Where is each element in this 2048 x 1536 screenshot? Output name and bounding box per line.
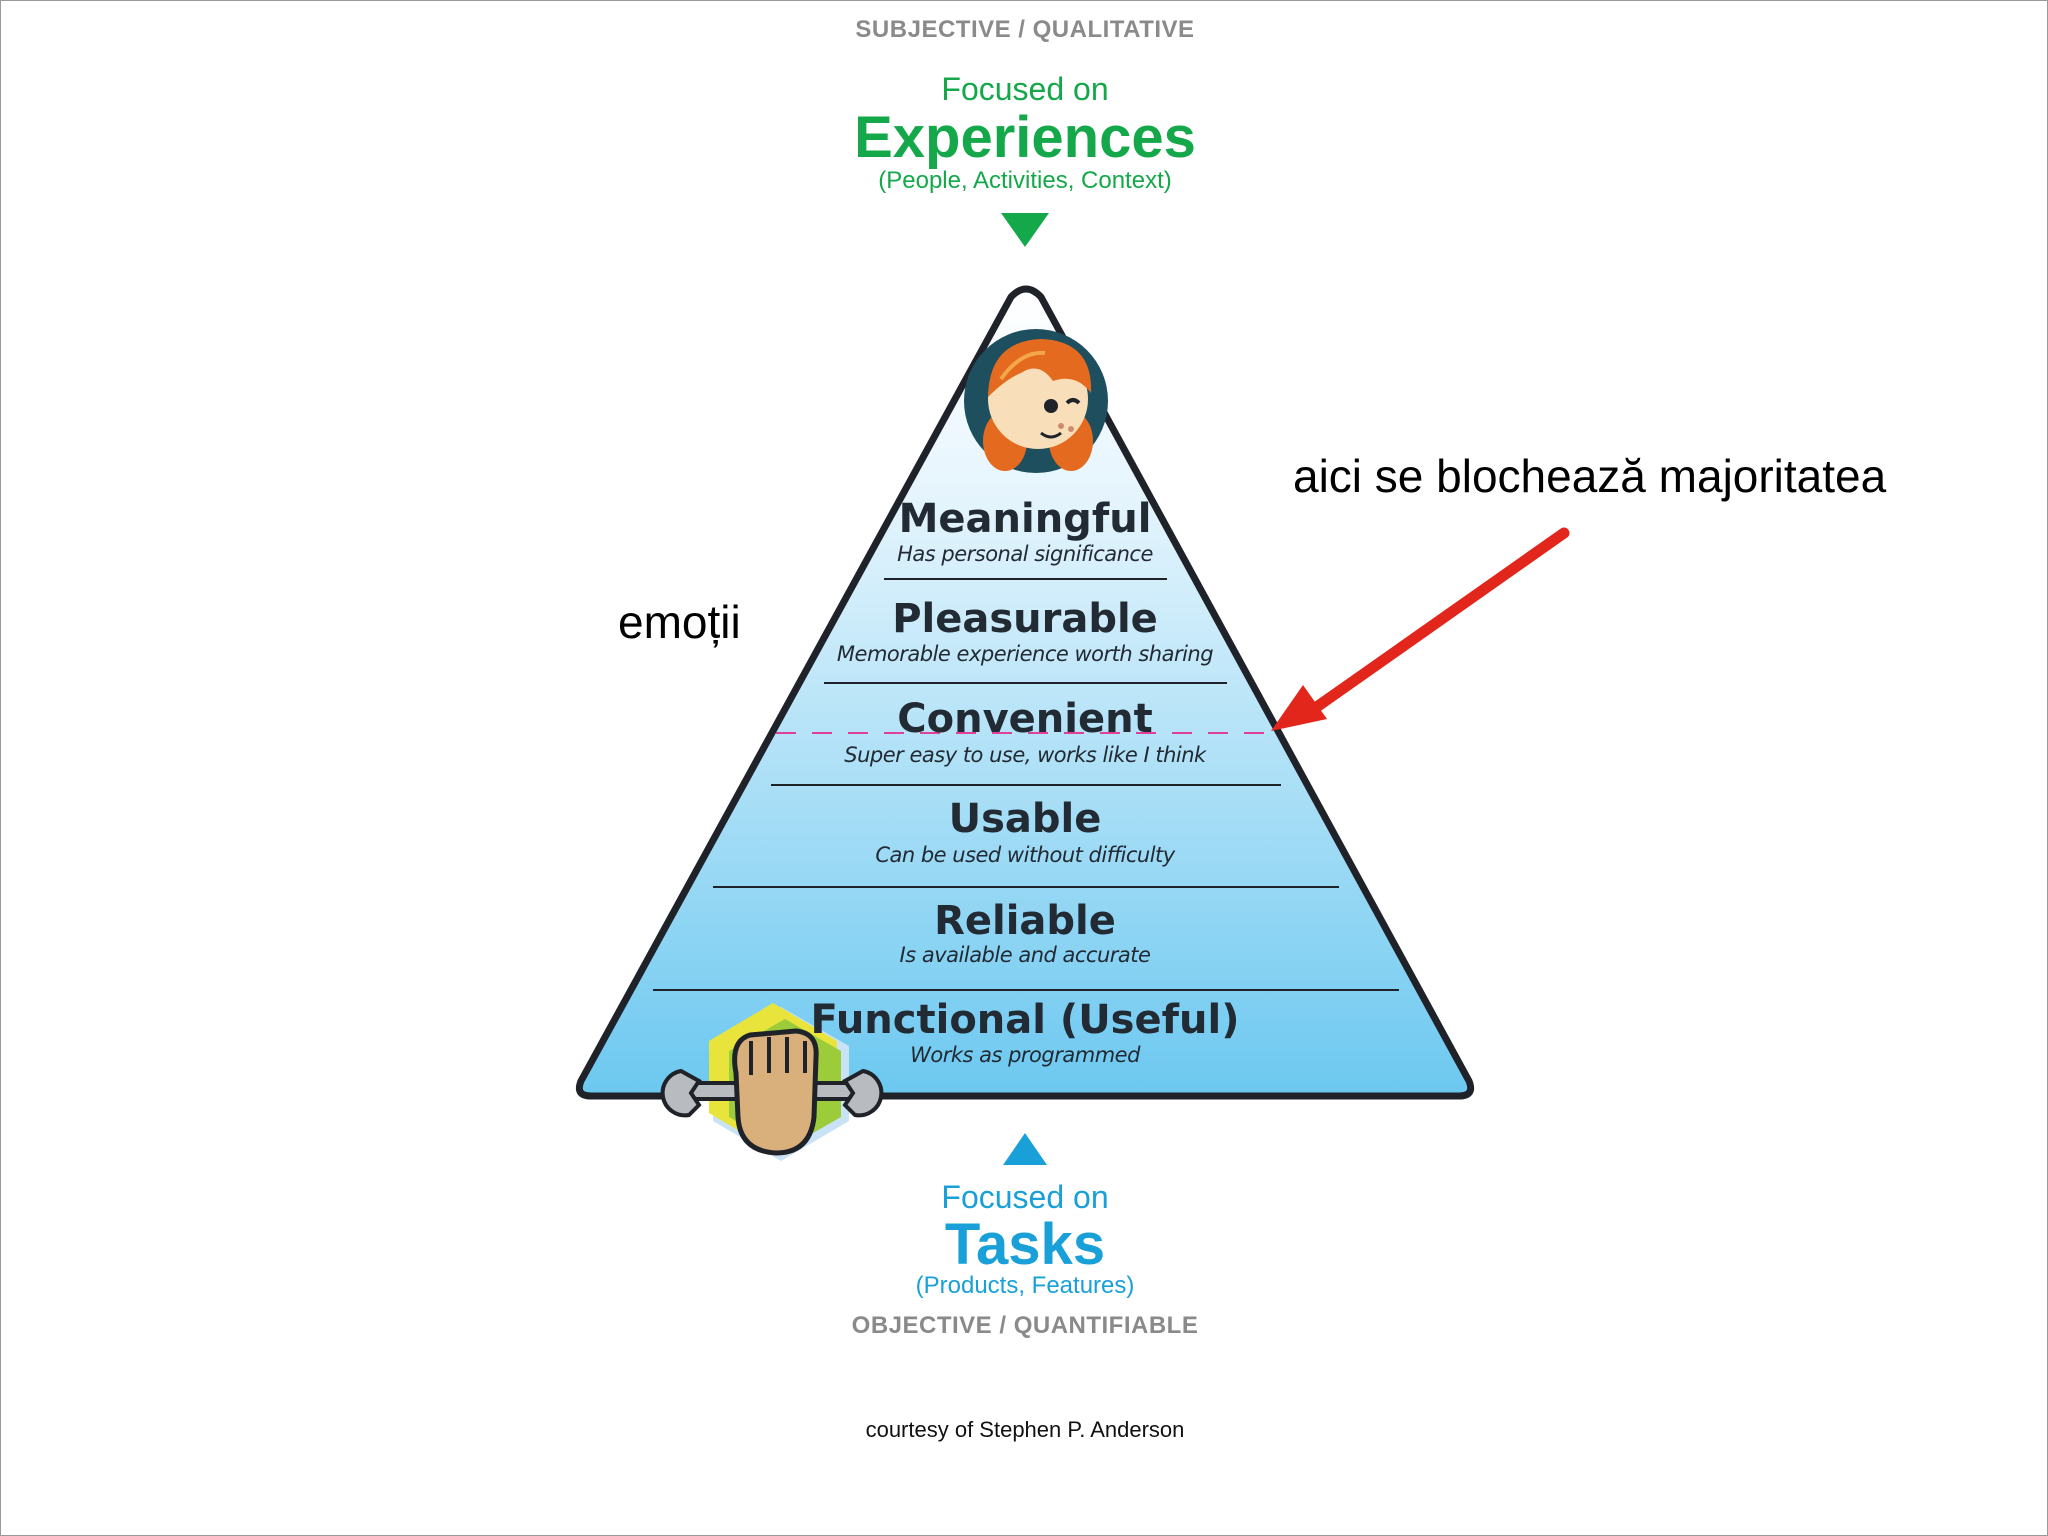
objective-quantifiable-label: OBJECTIVE / QUANTIFIABLE [851, 1312, 1199, 1339]
down-arrow-icon [1001, 213, 1049, 247]
annotation-left: emoții [618, 596, 741, 648]
tasks-focused-on-label: Focused on [941, 1179, 1109, 1215]
level-reliable-title: Reliable [934, 898, 1116, 944]
pyramid-shape [575, 285, 1475, 1100]
level-usable-subtitle: Can be used without difficulty [875, 843, 1175, 867]
level-pleasurable-title: Pleasurable [892, 596, 1158, 642]
level-pleasurable-subtitle: Memorable experience worth sharing [836, 642, 1214, 666]
tasks-title: Tasks [944, 1212, 1106, 1277]
subjective-qualitative-label: SUBJECTIVE / QUALITATIVE [855, 16, 1195, 43]
experiences-subtitle: (People, Activities, Context) [878, 167, 1172, 194]
level-usable-title: Usable [948, 796, 1102, 842]
experiences-title: Experiences [854, 105, 1196, 170]
level-meaningful-title: Meaningful [898, 496, 1152, 542]
experiences-focused-on-label: Focused on [941, 71, 1109, 107]
red-arrow-icon [1271, 527, 1570, 731]
annotation-right: aici se blochează majoritatea [1293, 450, 1887, 502]
tasks-subtitle: (Products, Features) [915, 1272, 1135, 1299]
level-functional-subtitle: Works as programmed [910, 1043, 1140, 1067]
girl-face-icon [964, 329, 1108, 473]
level-functional-title: Functional (Useful) [810, 997, 1240, 1043]
level-meaningful-subtitle: Has personal significance [897, 542, 1153, 566]
level-convenient-title: Convenient [897, 696, 1153, 742]
credit-text: courtesy of Stephen P. Anderson [865, 1417, 1185, 1442]
up-arrow-icon [1003, 1133, 1047, 1165]
wrench-fist-icon [660, 1003, 884, 1161]
level-convenient-subtitle: Super easy to use, works like I think [844, 743, 1206, 767]
level-reliable-subtitle: Is available and accurate [899, 943, 1151, 967]
